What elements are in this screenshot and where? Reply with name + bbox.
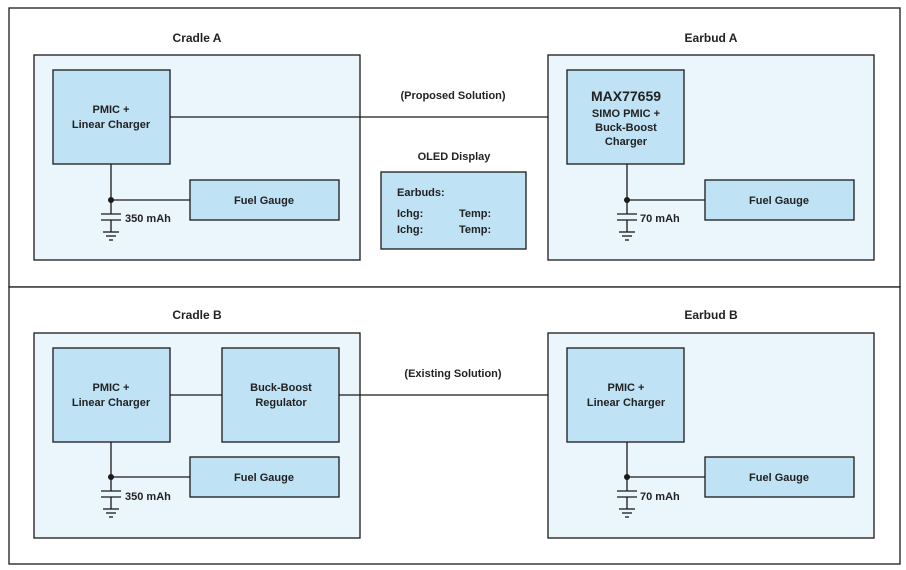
oled-temp-label-1: Temp: (459, 208, 491, 220)
earbud-a-fuel-gauge-label: Fuel Gauge (749, 195, 809, 207)
cradle-a-pmic-block (52, 69, 171, 165)
cradle-a-battery-label: 350 mAh (125, 213, 171, 225)
cradle-a-title: Cradle A (173, 31, 222, 45)
cradle-b-junction-dot (108, 474, 114, 480)
earbud-b-junction-dot (624, 474, 630, 480)
cradle-b-battery-label: 350 mAh (125, 491, 171, 503)
earbud-a-pmic-block (566, 69, 685, 165)
earbud-b-fuel-gauge-block (704, 456, 855, 498)
earbud-a-part-number: MAX77659 (591, 88, 661, 104)
oled-display-box (380, 171, 527, 250)
cradle-a-fuel-gauge-block (189, 179, 340, 221)
earbud-b-battery-symbol (617, 442, 705, 518)
earbud-a-title: Earbud A (685, 31, 738, 45)
cradle-b-regulator-label-2: Regulator (255, 397, 307, 409)
oled-ichg-label-1: Ichg: (397, 208, 423, 220)
oled-ichg-label-2: Ichg: (397, 224, 423, 236)
cradle-b-pmic-block (52, 347, 171, 443)
cradle-a-pmic-label-1: PMIC + (93, 104, 130, 116)
oled-temp-label-2: Temp: (459, 224, 491, 236)
existing-solution-label: (Existing Solution) (404, 368, 501, 380)
cradle-b-fuel-gauge-label: Fuel Gauge (234, 472, 294, 484)
earbud-b-battery-label: 70 mAh (640, 491, 680, 503)
cradle-b-title: Cradle B (172, 308, 222, 322)
cradle-a-pmic-label-2: Linear Charger (72, 119, 151, 131)
cradle-b-battery-symbol (101, 442, 190, 518)
earbud-a-junction-dot (624, 197, 630, 203)
earbud-b-fuel-gauge-label: Fuel Gauge (749, 472, 809, 484)
cradle-a-fuel-gauge-label: Fuel Gauge (234, 195, 294, 207)
proposed-solution-label: (Proposed Solution) (400, 90, 505, 102)
cradle-a-battery-symbol (101, 164, 190, 241)
earbud-a-fuel-gauge-block (704, 179, 855, 221)
earbud-a-pmic-label-2: SIMO PMIC + (592, 108, 660, 120)
earbud-a-pmic-label-4: Charger (605, 136, 648, 148)
earbud-a-battery-symbol (617, 164, 705, 241)
earbud-b-pmic-label-2: Linear Charger (587, 397, 666, 409)
earbud-a-pmic-label-3: Buck-Boost (595, 122, 657, 134)
earbud-b-pmic-label-1: PMIC + (608, 382, 645, 394)
earbud-b-title: Earbud B (684, 308, 738, 322)
cradle-b-pmic-label-1: PMIC + (93, 382, 130, 394)
cradle-b-regulator-block (221, 347, 340, 443)
earbud-a-battery-label: 70 mAh (640, 213, 680, 225)
cradle-b-pmic-label-2: Linear Charger (72, 397, 151, 409)
cradle-a-junction-dot (108, 197, 114, 203)
cradle-b-regulator-label-1: Buck-Boost (250, 382, 312, 394)
oled-display-title: OLED Display (418, 151, 492, 163)
oled-earbuds-label: Earbuds: (397, 187, 445, 199)
earbud-b-pmic-block (566, 347, 685, 443)
